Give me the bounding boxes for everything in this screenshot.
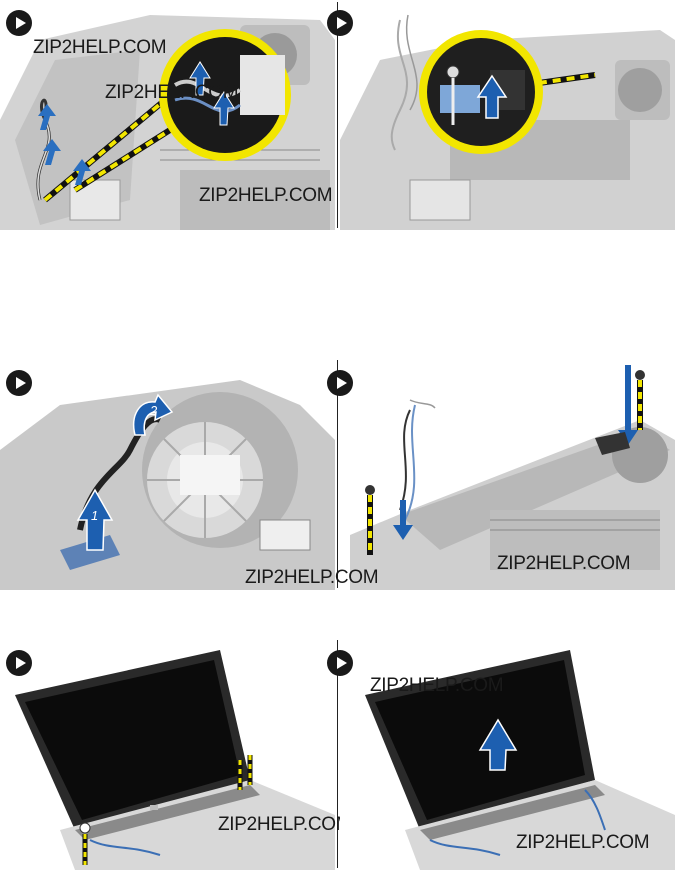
illustration-antenna-cables xyxy=(0,0,335,230)
illustration-hinge-screws xyxy=(340,360,675,590)
arrow-number-1: 1 xyxy=(91,508,98,523)
watermark-text: ZIP2HELP.COM xyxy=(105,82,239,103)
watermark-text: ZIP2HELP.COM xyxy=(497,553,631,574)
step-indicator-2 xyxy=(327,10,353,36)
step-indicator-1 xyxy=(6,10,32,36)
watermark-text: ZIP2HELP.COM xyxy=(218,814,352,835)
watermark-text: ZIP2HELP.COM xyxy=(33,37,167,58)
arrow-number-2: 2 xyxy=(149,403,158,418)
watermark-text: ZIP2HELP.COM xyxy=(516,832,650,853)
illustration-display-cable-disconnect: 1 2 xyxy=(0,360,335,590)
step-indicator-4 xyxy=(327,370,353,396)
illustration-display-cable-bracket xyxy=(340,0,675,230)
step-indicator-5 xyxy=(6,650,32,676)
step-indicator-3 xyxy=(6,370,32,396)
column-divider-bottom xyxy=(337,640,338,868)
watermark-text: ZIP2HELP.COM xyxy=(370,675,504,696)
illustration-display-assembly-screws xyxy=(0,640,335,870)
step-indicator-6 xyxy=(327,650,353,676)
illustration-lift-display xyxy=(340,640,675,870)
watermark-text: ZIP2HELP.COM xyxy=(199,185,333,206)
watermark-text: ZIP2HELP.COM xyxy=(245,567,379,588)
column-divider-middle xyxy=(337,360,338,588)
column-divider-top xyxy=(337,2,338,228)
